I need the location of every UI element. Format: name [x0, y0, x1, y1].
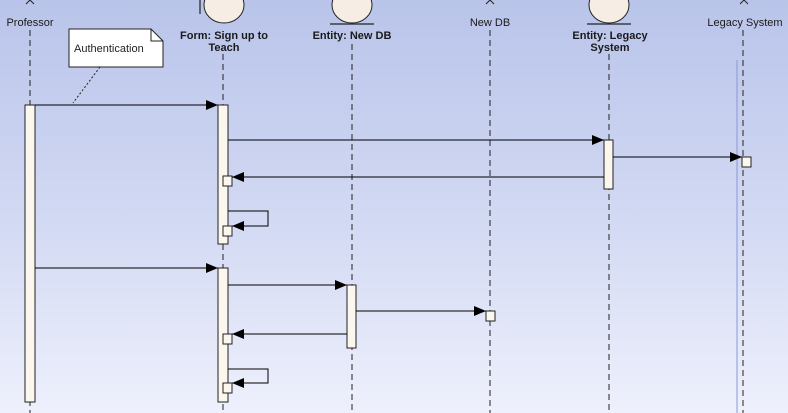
activation-entity-new-db [346, 284, 357, 349]
entity-new-db-icon [330, 0, 374, 25]
lifeline-label-legacy-system: Legacy System [707, 17, 783, 29]
message-10-self [228, 368, 269, 388]
entity-legacy-icon [587, 0, 631, 25]
activation-professor [24, 104, 36, 403]
lifeline-label-entity-legacy: Entity: Legacy System [572, 30, 648, 54]
call-box-legacy [741, 156, 752, 168]
activation-entity-legacy [603, 139, 614, 190]
return-box-3 [222, 333, 233, 345]
lifeline-label-new-db: New DB [469, 17, 511, 29]
actor-new-db-icon [485, 0, 495, 5]
activation-form-1 [217, 104, 229, 245]
lifeline-label-professor: Professor [6, 17, 54, 29]
actor-professor-icon [25, 0, 35, 5]
note-authentication [68, 28, 164, 104]
lifeline-label-entity-new-db: Entity: New DB [312, 30, 392, 42]
return-box-2 [222, 225, 233, 237]
message-5-self [228, 210, 269, 231]
boundary-form-icon [199, 0, 245, 24]
lifeline-label-form: Form: Sign up to Teach [180, 30, 268, 54]
return-box-1 [222, 175, 233, 187]
call-box-new-db [485, 310, 496, 322]
note-text: Authentication [74, 43, 144, 55]
return-box-4 [222, 382, 233, 394]
actor-legacy-system-icon [739, 0, 749, 5]
